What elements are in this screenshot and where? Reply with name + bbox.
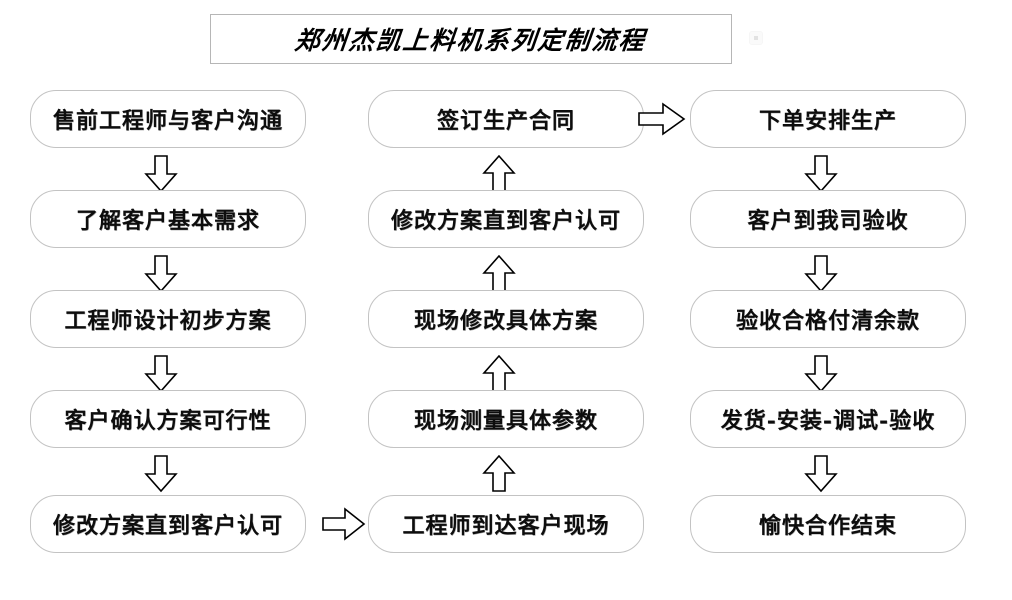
node-col1-design-draft[interactable]: 工程师设计初步方案 bbox=[30, 290, 306, 348]
arrow-down-icon-col1-2-3 bbox=[143, 255, 179, 293]
arrow-right-icon-col1-to-col2 bbox=[322, 507, 366, 541]
node-col2-engineer-arrive-site[interactable]: 工程师到达客户现场 bbox=[368, 495, 644, 553]
arrow-up-icon-col2-3-2 bbox=[481, 255, 517, 293]
node-col1-confirm-feasibility[interactable]: 客户确认方案可行性 bbox=[30, 390, 306, 448]
node-col1-revise-until-approved[interactable]: 修改方案直到客户认可 bbox=[30, 495, 306, 553]
node-col3-happy-cooperation-end[interactable]: 愉快合作结束 bbox=[690, 495, 966, 553]
node-col3-customer-inspection[interactable]: 客户到我司验收 bbox=[690, 190, 966, 248]
node-label: 客户确认方案可行性 bbox=[64, 408, 272, 434]
arrow-up-icon-col2-5-4 bbox=[481, 455, 517, 493]
chart-title-box: 郑州杰凯上料机系列定制流程 bbox=[210, 14, 732, 64]
node-label: 下单安排生产 bbox=[758, 108, 897, 134]
arrow-down-icon-col1-3-4 bbox=[143, 355, 179, 393]
node-col1-understand-needs[interactable]: 了解客户基本需求 bbox=[30, 190, 306, 248]
node-col2-revise-until-approved[interactable]: 修改方案直到客户认可 bbox=[368, 190, 644, 248]
node-label: 修改方案直到客户认可 bbox=[390, 208, 621, 234]
arrow-right-icon-col2-to-col3 bbox=[638, 102, 686, 136]
chart-title: 郑州杰凯上料机系列定制流程 bbox=[293, 26, 648, 55]
node-label: 签订生产合同 bbox=[436, 108, 575, 134]
node-label: 了解客户基本需求 bbox=[75, 208, 260, 234]
node-label: 发货-安装-调试-验收 bbox=[720, 408, 936, 434]
arrow-down-icon-col3-3-4 bbox=[803, 355, 839, 393]
node-label: 修改方案直到客户认可 bbox=[52, 513, 283, 539]
node-label: 验收合格付清余款 bbox=[735, 308, 920, 334]
arrow-down-icon-col3-4-5 bbox=[803, 455, 839, 493]
node-label: 工程师设计初步方案 bbox=[64, 308, 272, 334]
node-col2-onsite-revise-plan[interactable]: 现场修改具体方案 bbox=[368, 290, 644, 348]
node-label: 客户到我司验收 bbox=[747, 208, 909, 234]
node-col3-pay-balance[interactable]: 验收合格付清余款 bbox=[690, 290, 966, 348]
node-label: 售前工程师与客户沟通 bbox=[52, 108, 283, 134]
node-label: 愉快合作结束 bbox=[758, 513, 897, 539]
arrow-down-icon-col3-2-3 bbox=[803, 255, 839, 293]
node-label: 现场测量具体参数 bbox=[413, 408, 598, 434]
node-col2-sign-contract[interactable]: 签订生产合同 bbox=[368, 90, 644, 148]
arrow-up-icon-col2-4-3 bbox=[481, 355, 517, 393]
node-col3-ship-install-debug-accept[interactable]: 发货-安装-调试-验收 bbox=[690, 390, 966, 448]
node-col3-place-order-production[interactable]: 下单安排生产 bbox=[690, 90, 966, 148]
arrow-down-icon-col1-4-5 bbox=[143, 455, 179, 493]
node-col1-presale-communication[interactable]: 售前工程师与客户沟通 bbox=[30, 90, 306, 148]
node-col2-onsite-measure-params[interactable]: 现场测量具体参数 bbox=[368, 390, 644, 448]
background-artifact-dot bbox=[754, 36, 758, 40]
node-label: 工程师到达客户现场 bbox=[402, 513, 610, 539]
background-artifact bbox=[749, 31, 763, 45]
node-label: 现场修改具体方案 bbox=[413, 308, 598, 334]
arrow-down-icon-col3-1-2 bbox=[803, 155, 839, 193]
arrow-down-icon-col1-1-2 bbox=[143, 155, 179, 193]
arrow-up-icon-col2-2-1 bbox=[481, 155, 517, 193]
